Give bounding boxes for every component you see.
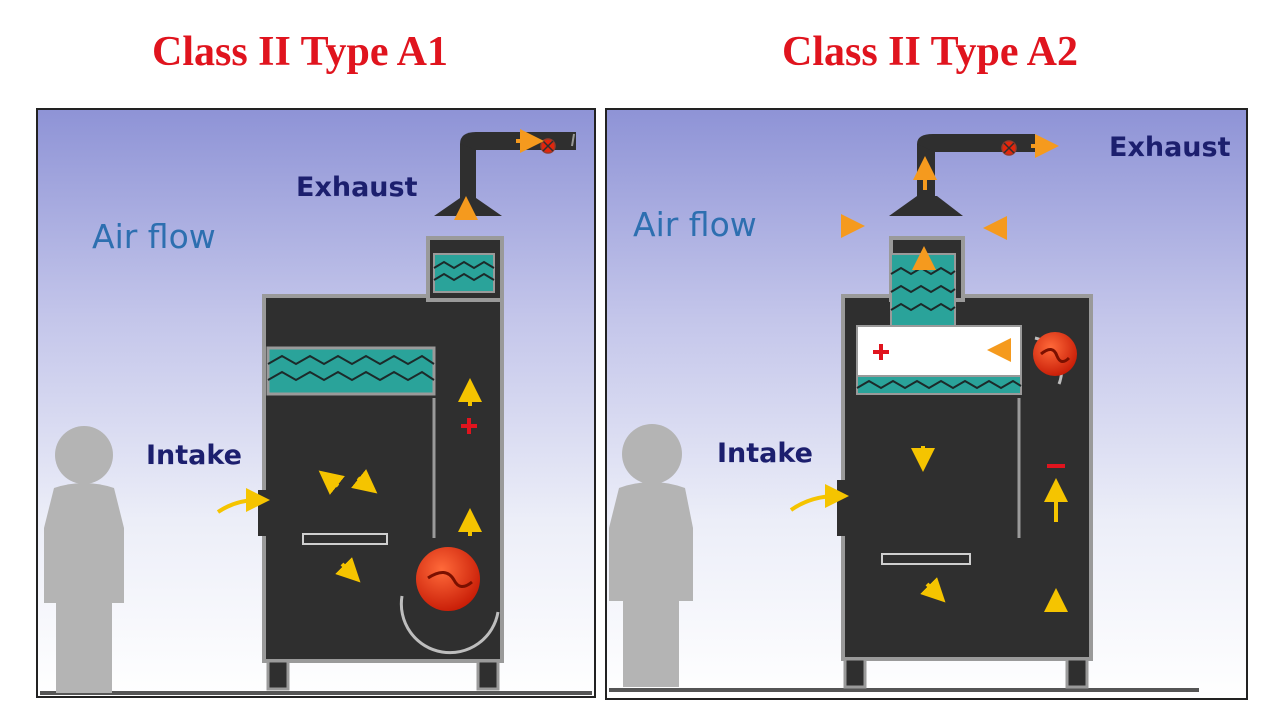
exhaust-arrow-icon [454,129,544,220]
fan-icon [1033,332,1077,385]
exhaust-arrow-icon [841,134,1059,362]
exhaust-label: Exhaust [1109,132,1231,163]
air-flow-label: Air flow [92,217,216,256]
supply-filter [266,346,436,396]
floor-line [40,691,592,695]
fan-icon [399,547,500,655]
floor-line [609,688,1199,692]
supply-filter [856,375,1022,395]
diagram-title-a1: Class II Type A1 [151,29,449,75]
person-icon [609,424,693,687]
work-surface [881,553,971,565]
exhaust-label: Exhaust [296,172,418,203]
plus-icon [461,418,477,434]
cabinet [837,236,1093,689]
person-icon [44,426,124,693]
flow-arrow-icon [789,446,1068,612]
damper-icon [540,138,556,154]
plus-icon [873,344,889,360]
intake-label: Intake [146,440,242,471]
intake-label: Intake [717,438,813,469]
cabinet [258,236,504,691]
exhaust-filter [433,253,495,293]
diagram-title-a2: Class II Type A2 [781,29,1079,75]
diagram-panel-a2: Exhaust Air flow Intake [605,108,1248,700]
diagram-panel-a1: Exhaust Air flow Intake [36,108,596,698]
flow-arrow-icon [216,378,482,583]
work-surface [302,533,388,545]
air-flow-label: Air flow [633,205,757,244]
damper-icon [1001,140,1017,156]
